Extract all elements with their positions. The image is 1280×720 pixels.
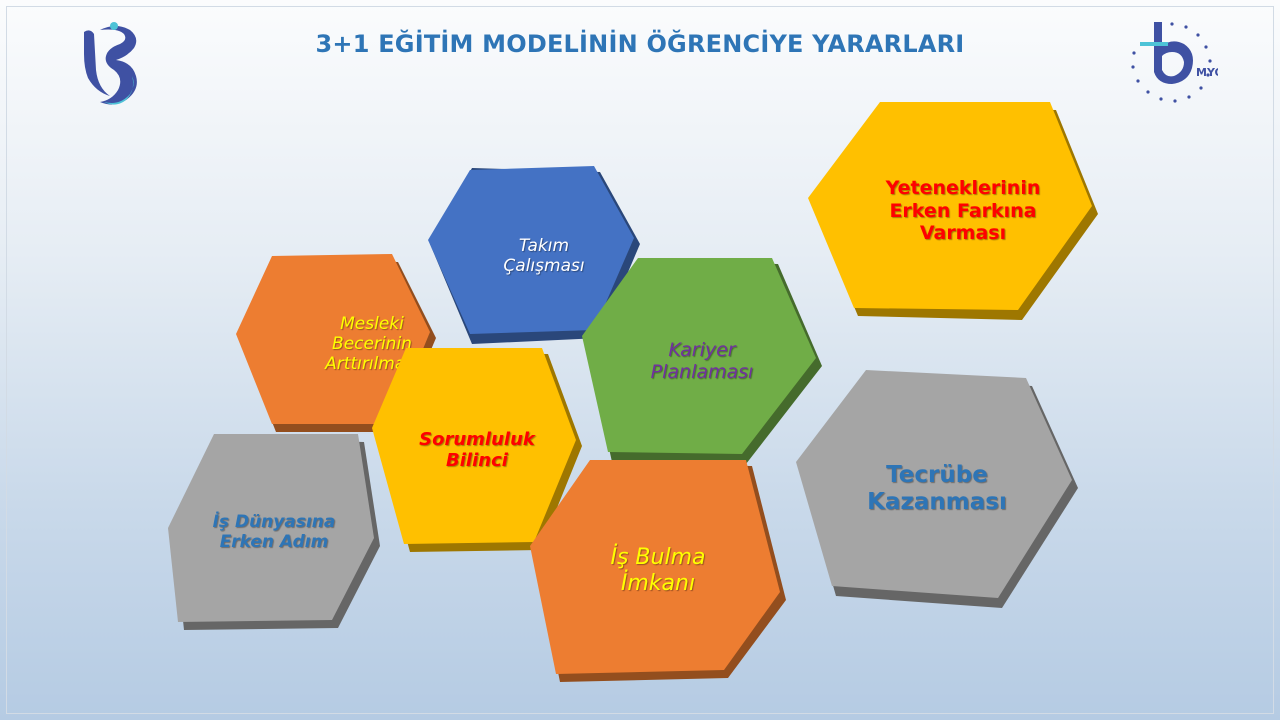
hex-kariyer-planlamasi: Kariyer Planlaması	[582, 258, 822, 464]
hex-label: Tecrübe Kazanması	[867, 461, 1007, 515]
hex-label: Mesleki Becerinin Arttırılması	[325, 313, 419, 375]
hex-label: İş Bulma İmkanı	[610, 545, 706, 596]
hex-label: Sorumluluk Bilinci	[419, 428, 535, 471]
hex-is-bulma: İş Bulma İmkanı	[530, 460, 786, 682]
hex-takim-calismasi: Takım Çalışması	[428, 166, 640, 346]
hex-mesleki-beceri: Mesleki Becerinin Arttırılması	[236, 254, 436, 434]
hex-label: Yeteneklerinin Erken Farkına Varması	[885, 177, 1041, 245]
page-title: 3+1 EĞİTİM MODELİNİN ÖĞRENCİYE YARARLARI	[315, 30, 965, 58]
hex-is-dunyasina: İş Dünyasına Erken Adım	[168, 434, 380, 630]
hex-label: Kariyer Planlaması	[650, 338, 754, 383]
right-logo-icon: MYO	[1126, 16, 1224, 112]
hex-tecrube-kazanmasi: Tecrübe Kazanması	[796, 370, 1078, 608]
hex-label: İş Dünyasına Erken Adım	[212, 511, 336, 552]
hex-label: Takım Çalışması	[503, 235, 585, 276]
hex-sorumluluk-bilinci: Sorumluluk Bilinci	[372, 348, 582, 552]
logo-text: MYO	[1196, 66, 1218, 79]
left-logo-icon	[70, 18, 150, 110]
hex-yetenek-farkinda: Yeteneklerinin Erken Farkına Varması	[808, 102, 1098, 320]
